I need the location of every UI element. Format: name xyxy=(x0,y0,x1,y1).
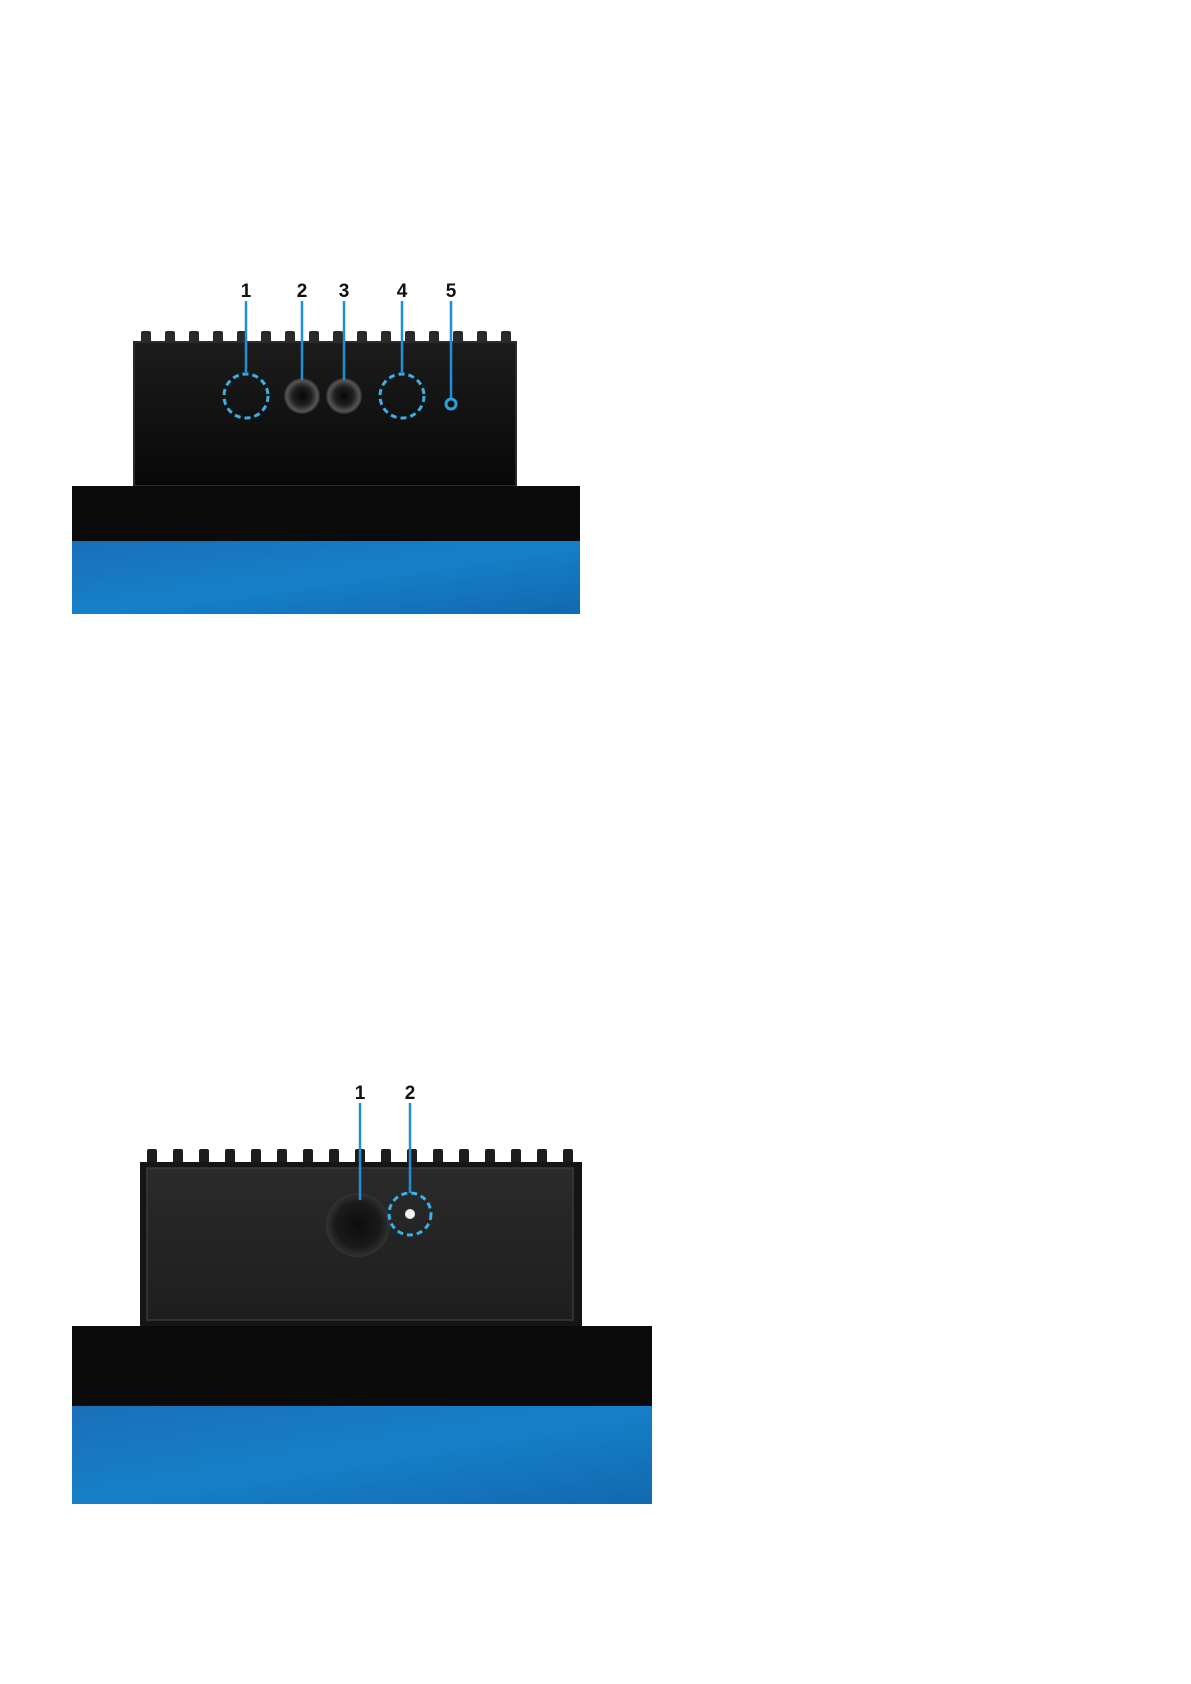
callout-number: 2 xyxy=(297,281,308,302)
display-screen-2 xyxy=(72,1406,652,1504)
highlight-circle-icon xyxy=(389,1193,431,1235)
callout-number: 2 xyxy=(405,1083,416,1104)
callout-lines-1 xyxy=(246,301,451,398)
camera-lens-icon xyxy=(284,378,320,414)
housing-vents-2 xyxy=(147,1149,573,1165)
callout-number: 3 xyxy=(339,281,350,302)
callout-lines-2 xyxy=(360,1103,410,1200)
camera-lens-icon xyxy=(326,1193,390,1257)
camera-lens-icon xyxy=(326,378,362,414)
display-screen-1 xyxy=(72,541,580,614)
camera-housing-1 xyxy=(134,342,516,486)
camera-housing-panel-2 xyxy=(147,1168,573,1320)
camera-housing-2 xyxy=(140,1162,582,1326)
display-bezel-2 xyxy=(72,1326,652,1406)
callout-number: 1 xyxy=(355,1083,366,1104)
highlight-circle-icon xyxy=(224,374,268,418)
callout-number: 5 xyxy=(446,281,457,302)
highlight-circle-icon xyxy=(380,374,424,418)
housing-vents-1 xyxy=(141,331,511,345)
display-bezel-1 xyxy=(72,486,580,541)
callout-number: 4 xyxy=(397,281,408,302)
callout-number: 1 xyxy=(241,281,252,302)
status-light-icon xyxy=(446,399,456,409)
status-light-icon xyxy=(405,1209,415,1219)
